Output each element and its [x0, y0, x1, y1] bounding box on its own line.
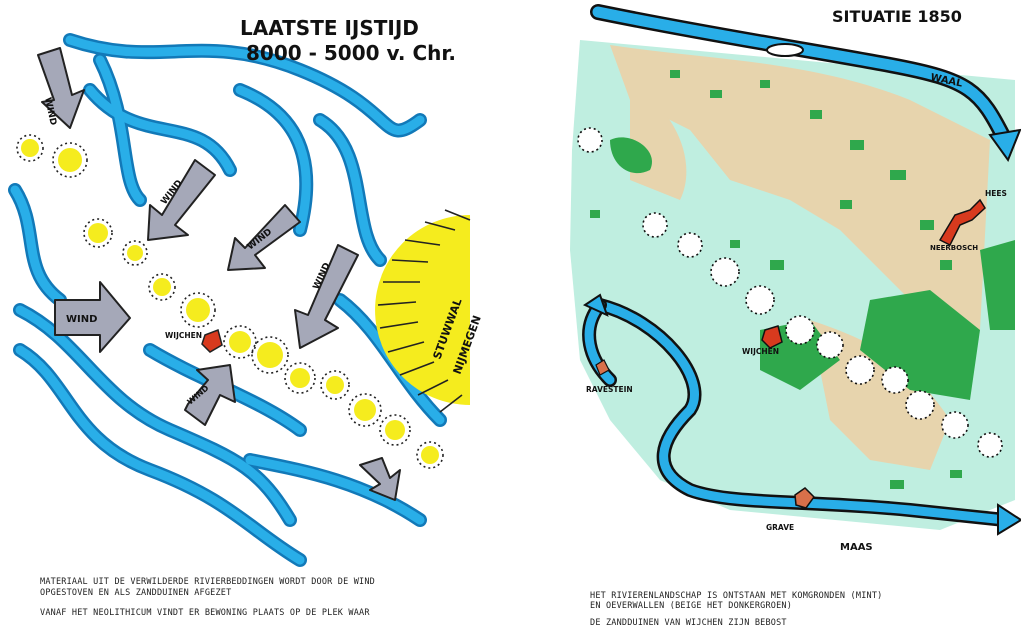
- label-maas: MAAS: [840, 542, 873, 553]
- wind-arrow-icon: [184, 364, 236, 426]
- situation-1850-map: [570, 4, 1021, 536]
- wind-arrows: [37, 47, 401, 501]
- wind-arrow-icon: [147, 159, 216, 241]
- oeverwallen-area: [610, 45, 990, 470]
- place-grave: GRAVE: [766, 523, 794, 532]
- wijchen-marker: [761, 325, 783, 349]
- right-caption-line3: De zandduinen van Wijchen zijn bebost: [590, 618, 787, 628]
- right-map-panel: SITUATIE 1850 WAAL MAAS HEES NEERBOSCH W…: [510, 0, 1021, 634]
- left-title-line2: 8000 - 5000 v. Chr.: [246, 41, 456, 65]
- wind-arrow-icon: [294, 244, 359, 349]
- river-island: [766, 43, 804, 57]
- right-caption-line2: en oeverwallen (beige het donkergroen): [590, 601, 793, 611]
- right-labels: SITUATIE 1850 WAAL MAAS HEES NEERBOSCH W…: [586, 7, 1007, 553]
- grave-marker: [794, 487, 815, 509]
- right-caption-line1: Het rivierenlandschap is ontstaan met ko…: [590, 591, 883, 601]
- wind-label: WIND: [312, 261, 333, 291]
- stuwwal-nijmegen: [375, 209, 471, 413]
- place-wijchen: WIJCHEN: [742, 347, 779, 356]
- place-neerbosch: NEERBOSCH: [930, 244, 978, 252]
- wind-arrow-icon: [54, 281, 131, 353]
- wind-label: WIND: [66, 314, 97, 325]
- wind-label: WIND: [159, 178, 184, 206]
- ice-age-map: [8, 33, 471, 567]
- place-hees: HEES: [985, 189, 1007, 198]
- ravestein-marker: [595, 359, 610, 376]
- wijchen-marker: [201, 329, 223, 353]
- wind-arrow-icon: [359, 457, 401, 501]
- left-map-panel: LAATSTE IJSTIJD 8000 - 5000 v. Chr. WIND…: [0, 0, 505, 634]
- waal-arrowhead-icon: [988, 128, 1021, 163]
- place-wijchen: WIJCHEN: [165, 331, 202, 340]
- maas-upstream-arrowhead-icon: [582, 293, 609, 317]
- neerbosch-marker: [938, 198, 986, 247]
- label-waal: WAAL: [929, 72, 964, 90]
- left-title-line1: LAATSTE IJSTIJD: [240, 16, 419, 40]
- place-ravestein: RAVESTEIN: [586, 385, 633, 394]
- braided-rivers: [8, 33, 447, 567]
- right-title: SITUATIE 1850: [832, 7, 962, 26]
- maas-arrowhead-icon: [997, 503, 1021, 536]
- left-caption-line1: Materiaal uit de verwilderde rivierbeddi…: [40, 577, 375, 587]
- left-caption-line3: Vanaf het Neolithicum vindt er bewoning …: [40, 608, 370, 618]
- left-labels: LAATSTE IJSTIJD 8000 - 5000 v. Chr. WIND…: [42, 16, 484, 407]
- wind-label: WIND: [186, 383, 211, 406]
- sand-dunes: [16, 134, 444, 469]
- river-waal: [590, 4, 1013, 148]
- wind-label: WIND: [246, 227, 274, 252]
- wooded-dunes: [577, 127, 1003, 458]
- wind-arrow-icon: [227, 204, 301, 271]
- wind-label: WIND: [42, 97, 58, 127]
- left-caption-line2: opgestoven en als zandduinen afgezet: [40, 588, 232, 598]
- wind-arrow-icon: [37, 47, 85, 129]
